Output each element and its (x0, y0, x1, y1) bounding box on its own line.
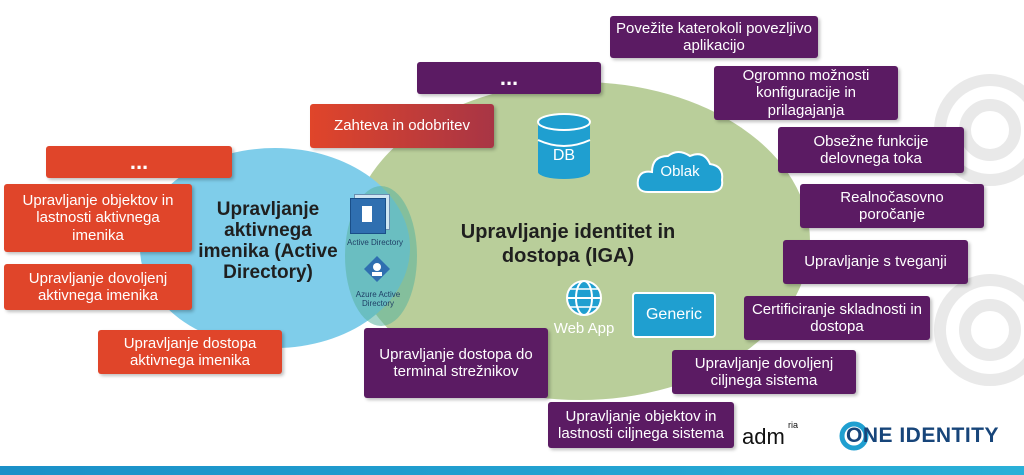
azure-label: Azure Active Directory (355, 290, 401, 309)
ad-item-permissions: Upravljanje dovoljenj aktivnega imenika (4, 264, 192, 310)
iga-ellipsis-box: ... (417, 62, 601, 94)
globe-icon (564, 278, 604, 318)
ad-item-objects: Upravljanje objektov in lastnosti aktivn… (4, 184, 192, 252)
webapp-label: Web App (553, 320, 615, 337)
iga-item-connect: Povežite katerokoli povezljivo aplikacij… (610, 16, 818, 58)
adm-logo-text: adm (742, 424, 785, 449)
db-label: DB (552, 147, 576, 164)
request-approval-box: Zahteva in odobritev (310, 104, 494, 148)
azure-icon (362, 254, 392, 284)
iga-title: Upravljanje identitet in dostopa (IGA) (460, 221, 676, 267)
active-directory-icon (348, 192, 396, 236)
iga-item-reporting: Realnočasovno poročanje (800, 184, 984, 228)
iga-item-target-objects: Upravljanje objektov in lastnosti ciljne… (548, 402, 734, 448)
adm-logo-sub: ria (788, 420, 799, 430)
iga-item-risk: Upravljanje s tveganji (783, 240, 968, 284)
cloud-label: Oblak (660, 163, 700, 180)
generic-icon: Generic (632, 292, 716, 338)
ad-item-access: Upravljanje dostopa aktivnega imenika (98, 330, 282, 374)
one-identity-ring-icon (839, 421, 869, 451)
one-identity-logo: ONE IDENTITY (838, 418, 1018, 454)
one-identity-text: ONE IDENTITY (846, 424, 1000, 447)
bottom-accent-bar (0, 466, 1024, 475)
iga-item-target-permissions: Upravljanje dovoljenj ciljnega sistema (672, 350, 856, 394)
iga-item-workflow: Obsežne funkcije delovnega toka (778, 127, 964, 173)
adm-logo: adm ria (742, 418, 812, 452)
ad-title: Upravljanje aktivnega imenika (Active Di… (198, 199, 338, 283)
generic-label: Generic (645, 306, 703, 323)
iga-item-configuration: Ogromno možnosti konfiguracije in prilag… (714, 66, 898, 120)
iga-item-certification: Certificiranje skladnosti in dostopa (744, 296, 930, 340)
active-directory-label: Active Directory (346, 238, 403, 247)
database-icon (532, 110, 596, 180)
cloud-icon (634, 146, 726, 200)
terminal-server-box: Upravljanje dostopa do terminal strežnik… (364, 328, 548, 398)
ad-ellipsis-box: ... (46, 146, 232, 178)
